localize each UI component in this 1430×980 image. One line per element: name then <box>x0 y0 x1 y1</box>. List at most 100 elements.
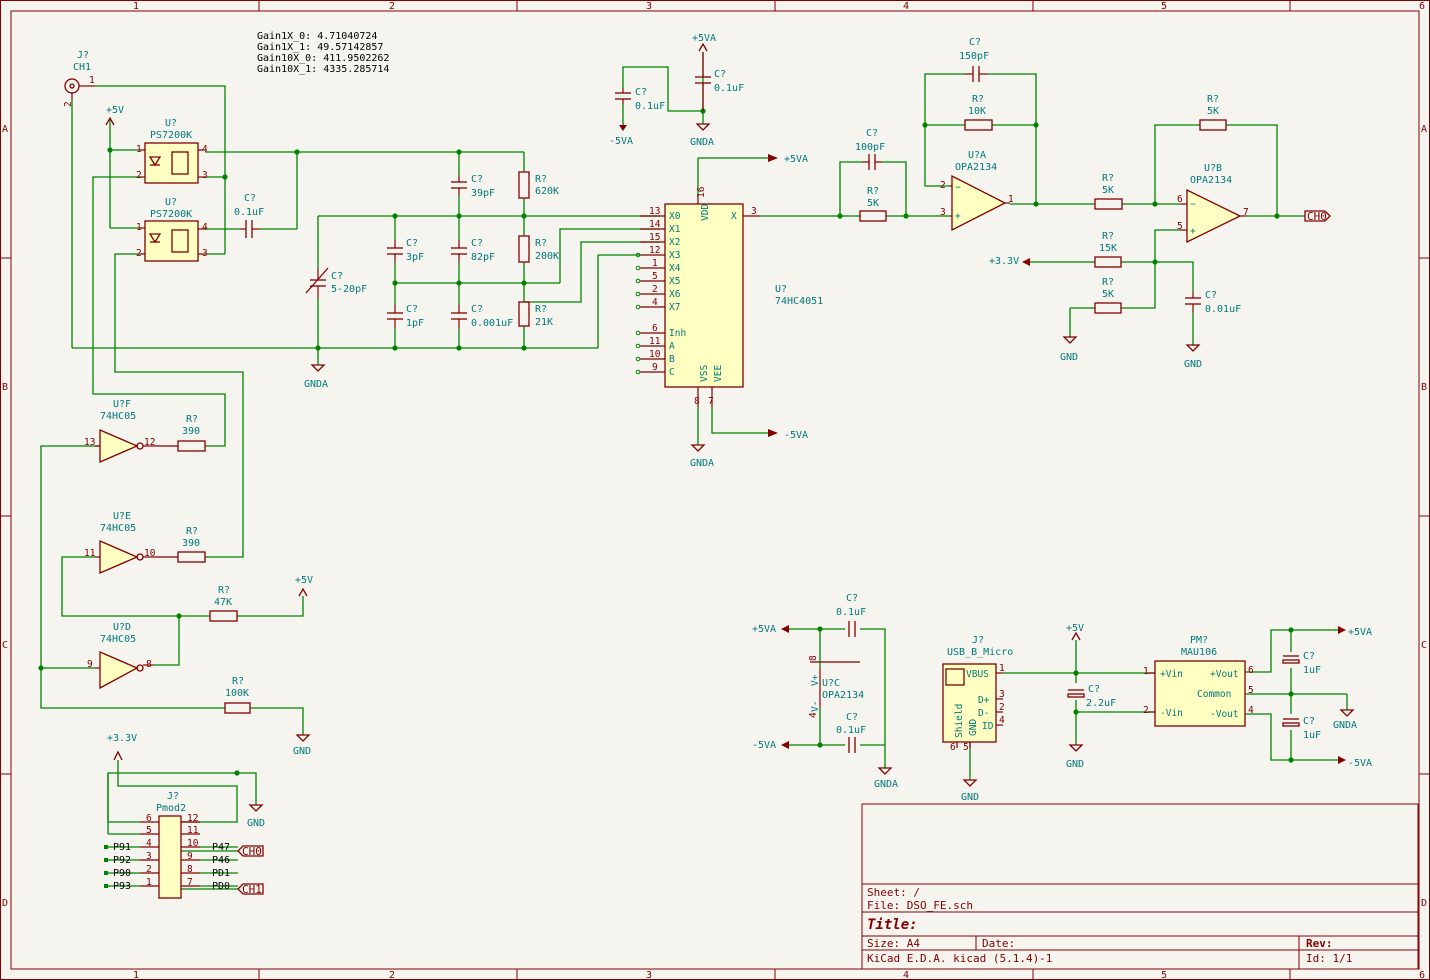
pin-number: 12 <box>649 245 660 256</box>
capacitor-ref: C? <box>406 238 418 249</box>
net-name: PD1 <box>212 868 230 879</box>
pin-number: 4 <box>652 297 658 308</box>
capacitor-value: 0.1uF <box>836 607 866 618</box>
mux-ref: U? <box>775 284 787 295</box>
pin-number: 13 <box>649 206 660 217</box>
unconnected-pin-marker <box>635 278 641 284</box>
gnd-symbol-100k: GND <box>293 734 311 757</box>
relay-u2: U? PS7200K 1 2 4 3 <box>136 197 208 262</box>
p5v-symbol-47k: +5V <box>295 575 313 597</box>
col-label: 1 <box>133 1 139 12</box>
capacitor-82pF: C? 82pF <box>451 238 495 263</box>
pin-number: 2 <box>136 170 142 181</box>
net-label-ch1-pmod: CH1 <box>237 883 264 896</box>
capacitor-1pF: C? 1pF <box>387 304 424 329</box>
resistor-ref: R? <box>535 174 547 185</box>
pin-number: 4 <box>999 715 1005 726</box>
resistor-value: 21K <box>535 317 553 328</box>
capacitor-ref: C? <box>471 304 483 315</box>
relay-value: PS7200K <box>150 209 192 220</box>
net-end-marker <box>104 845 108 849</box>
capacitor-39pF: C? 39pF <box>451 174 495 199</box>
power-label: +3.3V <box>107 733 137 744</box>
resistor-value: 390 <box>182 538 200 549</box>
resistor-value: 390 <box>182 426 200 437</box>
pin-name: X7 <box>669 302 680 313</box>
pin-number: 1 <box>136 144 142 155</box>
pin-number: 3 <box>202 248 208 259</box>
inverter-ref: U?F <box>113 399 131 410</box>
relay-u1: U? PS7200K 1 2 4 3 <box>136 118 208 184</box>
capacitor-ref: C? <box>846 712 858 723</box>
pin-name: B <box>669 354 675 365</box>
row-label: B <box>1421 382 1427 393</box>
power-label: GND <box>247 818 265 829</box>
unconnected-pin-marker <box>635 343 641 349</box>
pin-number: 10 <box>649 349 661 360</box>
pin-number: 1 <box>999 663 1005 674</box>
id-label: Id: 1/1 <box>1306 952 1352 965</box>
relay-ref: U? <box>165 118 177 129</box>
u-c-power-symbols: +5VA -5VA GNDA <box>752 624 898 790</box>
pin-number: 11 <box>84 548 96 559</box>
resistor-15K: R? 15K <box>1094 231 1122 268</box>
pin-name: D- <box>978 708 989 719</box>
gain-notes: Gain1X_0: 4.71040724 Gain1X_1: 49.571428… <box>257 31 389 75</box>
power-label: GNDA <box>1333 720 1357 731</box>
pin-number: 9 <box>652 362 658 373</box>
row-label: B <box>2 382 8 393</box>
opamp-ref: U?C <box>822 678 840 689</box>
unconnected-pin-marker <box>635 369 641 375</box>
capacitor-value: 1uF <box>1303 665 1321 676</box>
plus-sign: + <box>1190 226 1196 237</box>
power-label: GND <box>961 792 979 803</box>
pin-number: 8 <box>187 864 193 875</box>
pin-number: 3 <box>202 170 208 181</box>
resistor-ref: R? <box>1102 173 1114 184</box>
capacitor-0.1uF-lower: C? 0.1uF <box>836 712 866 753</box>
capacitor-ref: C? <box>1205 290 1217 301</box>
relay-value: PS7200K <box>150 130 192 141</box>
unconnected-pin-marker <box>635 265 641 271</box>
connector-value: CH1 <box>73 62 91 73</box>
capacitor-value: 82pF <box>471 252 495 263</box>
power-label: +3.3V <box>989 256 1019 267</box>
inverter-u-d: U?D 74HC05 9 8 <box>87 622 153 690</box>
pin-name: -Vin <box>1160 708 1183 719</box>
mux-power-symbols: +5VA -5VA GNDA <box>690 154 808 469</box>
pin-name: X4 <box>669 263 681 274</box>
capacitor-ref: C? <box>331 271 343 282</box>
pin-name: D+ <box>978 695 990 706</box>
resistor-ref: R? <box>186 526 198 537</box>
pin-number: 5 <box>146 825 152 836</box>
pin-name: +Vout <box>1210 669 1239 680</box>
pin-name: VBUS <box>966 669 989 680</box>
col-label: 6 <box>1419 970 1425 980</box>
col-label: 4 <box>903 1 909 12</box>
date-label: Date: <box>982 937 1015 950</box>
pin-number: 4 <box>1248 705 1254 716</box>
resistor-200K: R? 200K <box>518 235 559 263</box>
dcdc-value: MAU106 <box>1181 647 1217 658</box>
power-label: -5VA <box>609 136 633 147</box>
pin-number: 9 <box>187 851 193 862</box>
pmod-ref: J? <box>167 791 179 802</box>
pin-number: 1 <box>1143 666 1149 677</box>
pin-name: X2 <box>669 237 680 248</box>
power-label: +5V <box>1066 623 1084 634</box>
pin-number: 1 <box>136 222 142 233</box>
pmod-power-symbols: +3.3V GND <box>107 733 265 829</box>
capacitor-value: 0.1uF <box>635 101 665 112</box>
rev-label: Rev: <box>1306 937 1333 950</box>
resistor-390-b: R? 390 <box>153 526 206 563</box>
pin-number: 6 <box>1248 665 1254 676</box>
capacitor-0.1uF-upper: C? 0.1uF <box>836 593 866 637</box>
capacitor-value: 0.1uF <box>234 207 264 218</box>
pin-name: Inh <box>669 328 686 339</box>
capacitor-value: 39pF <box>471 188 495 199</box>
net-end-marker <box>104 884 108 888</box>
usb-gnd-symbol: GND <box>961 779 979 803</box>
net-name: P47 <box>212 842 230 853</box>
capacitor-value: 1pF <box>406 318 424 329</box>
